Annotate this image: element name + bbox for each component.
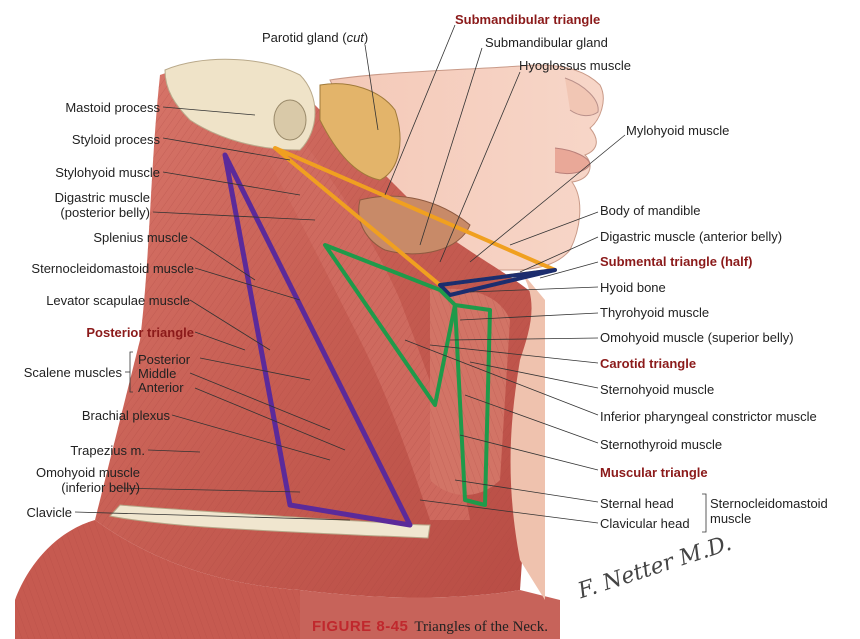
lips	[554, 147, 591, 175]
figure-caption: FIGURE 8-45 Triangles of the Neck.	[0, 618, 860, 636]
label-posterior-triangle: Posterior triangle	[86, 325, 194, 340]
label-scalene-middle: Middle	[138, 366, 177, 381]
label-brachial-plexus: Brachial plexus	[81, 408, 170, 423]
label-digastric-posterior: Digastric muscle (posterior belly)	[54, 190, 150, 220]
label-levator-scapulae: Levator scapulae muscle	[46, 293, 190, 308]
label-sternothyroid: Sternothyroid muscle	[600, 437, 723, 452]
label-sternohyoid: Sternohyoid muscle	[600, 382, 715, 397]
label-hyoglossus: Hyoglossus muscle	[519, 58, 631, 73]
label-scalene-anterior: Anterior	[138, 380, 184, 395]
label-scalene-muscles: Scalene muscles	[23, 365, 122, 380]
label-body-mandible: Body of mandible	[600, 203, 701, 218]
label-omohyoid-inferior: Omohyoid muscle (inferior belly)	[35, 465, 140, 495]
label-submental-triangle: Submental triangle (half)	[600, 254, 753, 269]
label-scalene-posterior: Posterior	[138, 352, 191, 367]
label-digastric-anterior: Digastric muscle (anterior belly)	[600, 229, 783, 244]
posterior-triangle-outline	[222, 152, 413, 528]
label-muscular-triangle: Muscular triangle	[600, 465, 708, 480]
label-mylohyoid: Mylohyoid muscle	[626, 123, 730, 138]
chest	[300, 590, 560, 639]
label-hyoid-bone: Hyoid bone	[600, 280, 666, 295]
leader-lines	[74, 24, 707, 533]
label-omohyoid-superior: Omohyoid muscle (superior belly)	[600, 330, 794, 345]
label-styloid-process: Styloid process	[71, 132, 160, 147]
label-scm-group: Sternocleidomastoid muscle	[710, 496, 828, 526]
figure-number: FIGURE 8-45	[312, 618, 409, 635]
submental-triangle-outline	[438, 268, 557, 297]
label-submandibular-gland: Submandibular gland	[485, 35, 608, 50]
label-clavicle: Clavicle	[26, 505, 72, 520]
label-trapezius: Trapezius m.	[70, 443, 145, 458]
ear-canal	[273, 99, 307, 141]
label-submandibular-triangle: Submandibular triangle	[455, 12, 601, 27]
muscular-triangle-outline	[453, 303, 492, 507]
label-stylohyoid: Stylohyoid muscle	[55, 165, 160, 180]
clavicle-bone	[109, 504, 431, 539]
label-splenius: Splenius muscle	[93, 230, 188, 245]
gland-area	[319, 83, 401, 181]
label-clavicular-head: Clavicular head	[600, 516, 690, 531]
label-thyrohyoid: Thyrohyoid muscle	[600, 305, 710, 320]
label-sternocleidomastoid: Sternocleidomastoid muscle	[31, 261, 194, 276]
label-mastoid-process: Mastoid process	[65, 100, 160, 115]
label-parotid-gland: Parotid gland (cut)	[262, 30, 369, 45]
neck-skin-right	[510, 270, 545, 600]
nose	[564, 77, 599, 117]
figure-title: Triangles of the Neck.	[414, 619, 548, 635]
label-carotid-triangle: Carotid triangle	[600, 356, 697, 371]
label-sternal-head: Sternal head	[600, 496, 674, 511]
label-inferior-pharyngeal: Inferior pharyngeal constrictor muscle	[600, 409, 817, 424]
